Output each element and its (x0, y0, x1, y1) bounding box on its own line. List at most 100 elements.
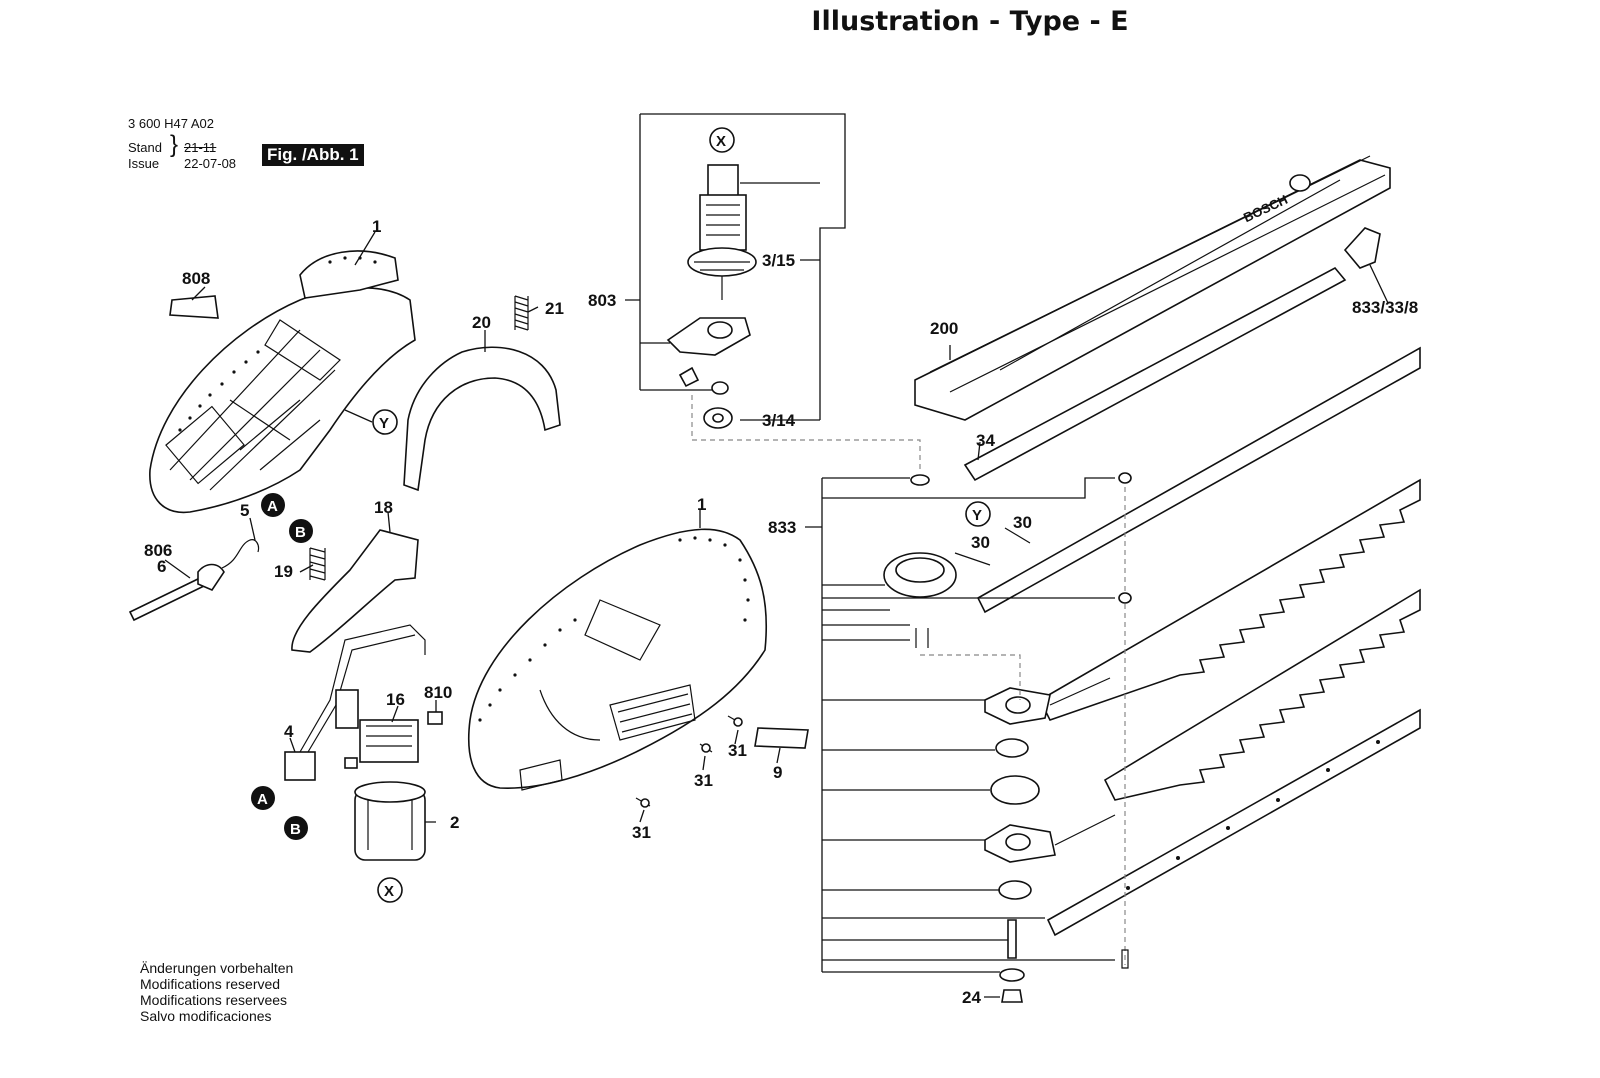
note-de: Änderungen vorbehalten (140, 960, 294, 976)
a-badge-1 (261, 493, 285, 517)
callout-x-2: X (384, 883, 394, 900)
assembly-path-dashed (691, 395, 921, 470)
upper-blade (1038, 478, 1421, 721)
page-title: Illustration - Type - E (811, 6, 1129, 37)
brush-holder-16 (359, 719, 419, 763)
nut-24 (1001, 989, 1023, 1003)
callout-803: 803 (588, 291, 616, 310)
power-cable-6 (128, 539, 260, 622)
callout-3-15: 3/15 (762, 251, 795, 270)
handle-bow-20 (403, 346, 561, 492)
callout-9: 9 (773, 763, 782, 782)
callout-31-a: 31 (728, 741, 747, 760)
lower-lever-hole (1005, 833, 1031, 851)
nut-right-a (1118, 472, 1132, 484)
sticker-808 (169, 295, 219, 319)
armature-3-15 (687, 164, 757, 300)
brace-icon: } (170, 131, 179, 158)
callout-30-a: 30 (1013, 513, 1032, 532)
note-es: Salvo modificaciones (140, 1008, 272, 1024)
disc-a (995, 738, 1029, 758)
front-housing-part (468, 528, 768, 791)
ball-bearing-hole (712, 413, 724, 423)
y-callout-circle (372, 409, 398, 435)
screw-31-head-a (733, 717, 743, 727)
callout-31-c: 31 (632, 823, 651, 842)
brush-holder-detail (366, 725, 412, 747)
a-badge-2 (251, 786, 275, 810)
callout-200: 200 (930, 319, 958, 338)
callout-18: 18 (374, 498, 393, 517)
callout-1-rear: 1 (372, 217, 381, 236)
armature-leaders-left (625, 299, 715, 391)
stand-value: 21-11 (184, 140, 217, 155)
small-part-a (344, 757, 358, 769)
bottom-flat-bar (1046, 708, 1421, 937)
note-fr: Modifications reservees (140, 992, 288, 1008)
key-833-33-8 (1343, 227, 1381, 269)
nut-right-b (1118, 592, 1132, 604)
front-housing-texture-dots (478, 536, 750, 722)
callout-y-2: Y (972, 507, 982, 524)
callout-2: 2 (450, 813, 459, 832)
switch-assembly-4 (284, 624, 426, 781)
bottom-bar-holes (1126, 740, 1380, 890)
x-callout-circle-1 (709, 127, 735, 153)
rail-34 (963, 266, 1347, 482)
lever-arms (1049, 677, 1116, 846)
spring-21 (514, 295, 529, 331)
callout-34: 34 (976, 431, 995, 450)
bracket-833-leaders (822, 477, 1115, 973)
pins-30 (954, 527, 1031, 566)
callout-30-b: 30 (971, 533, 990, 552)
sticker-9 (754, 727, 809, 749)
label-leaders (164, 231, 1389, 998)
issue-value: 22-07-08 (184, 156, 237, 171)
callout-808: 808 (182, 269, 210, 288)
stand-label: Stand (128, 140, 162, 155)
callout-31-b: 31 (694, 771, 713, 790)
callout-a-1: A (267, 498, 278, 515)
screw-31-head-b (701, 743, 711, 753)
callout-1-front: 1 (697, 495, 706, 514)
washer-24 (999, 968, 1025, 982)
pin-assembly-path (920, 654, 1021, 700)
callout-19: 19 (274, 562, 293, 581)
pivot-pin (1007, 919, 1017, 959)
disc-c (998, 880, 1032, 900)
callout-20: 20 (472, 313, 491, 332)
screw-right (1121, 949, 1129, 969)
figure-label: Fig. /Abb. 1 (262, 144, 364, 166)
small-nut-a (678, 366, 700, 388)
callout-833: 833 (768, 518, 796, 537)
callout-b-1: B (295, 524, 306, 541)
callout-4: 4 (284, 722, 294, 741)
note-en: Modifications reserved (140, 976, 281, 992)
armature-box-right (640, 113, 846, 420)
screw-31-head-c (640, 798, 650, 808)
callout-24: 24 (962, 988, 981, 1007)
armature-leaders (740, 182, 820, 421)
b-badge-2 (284, 816, 308, 840)
issue-label: Issue (128, 156, 160, 171)
gear-washer (910, 474, 930, 486)
upper-lever-hole (1005, 696, 1031, 714)
disc-b (990, 775, 1040, 805)
callout-21: 21 (545, 299, 564, 318)
callout-833-33-8: 833/33/8 (1352, 298, 1418, 317)
bearing-plate-hole (707, 321, 733, 339)
callout-806: 806 (144, 541, 172, 560)
callout-6: 6 (157, 557, 166, 576)
gear-hub (895, 557, 945, 583)
callout-16: 16 (386, 690, 405, 709)
small-pins (915, 628, 929, 648)
callout-810: 810 (424, 683, 452, 702)
part-810 (427, 711, 443, 725)
modification-notes: Änderungen vorbehalten Modifications res… (140, 960, 293, 1024)
blade-bar (976, 346, 1421, 614)
b-badge-1 (289, 519, 313, 543)
spring-19 (309, 547, 326, 581)
blade-guard-200 (914, 155, 1391, 421)
callout-b-2: B (290, 821, 301, 838)
y-callout-circle-2 (965, 501, 991, 527)
